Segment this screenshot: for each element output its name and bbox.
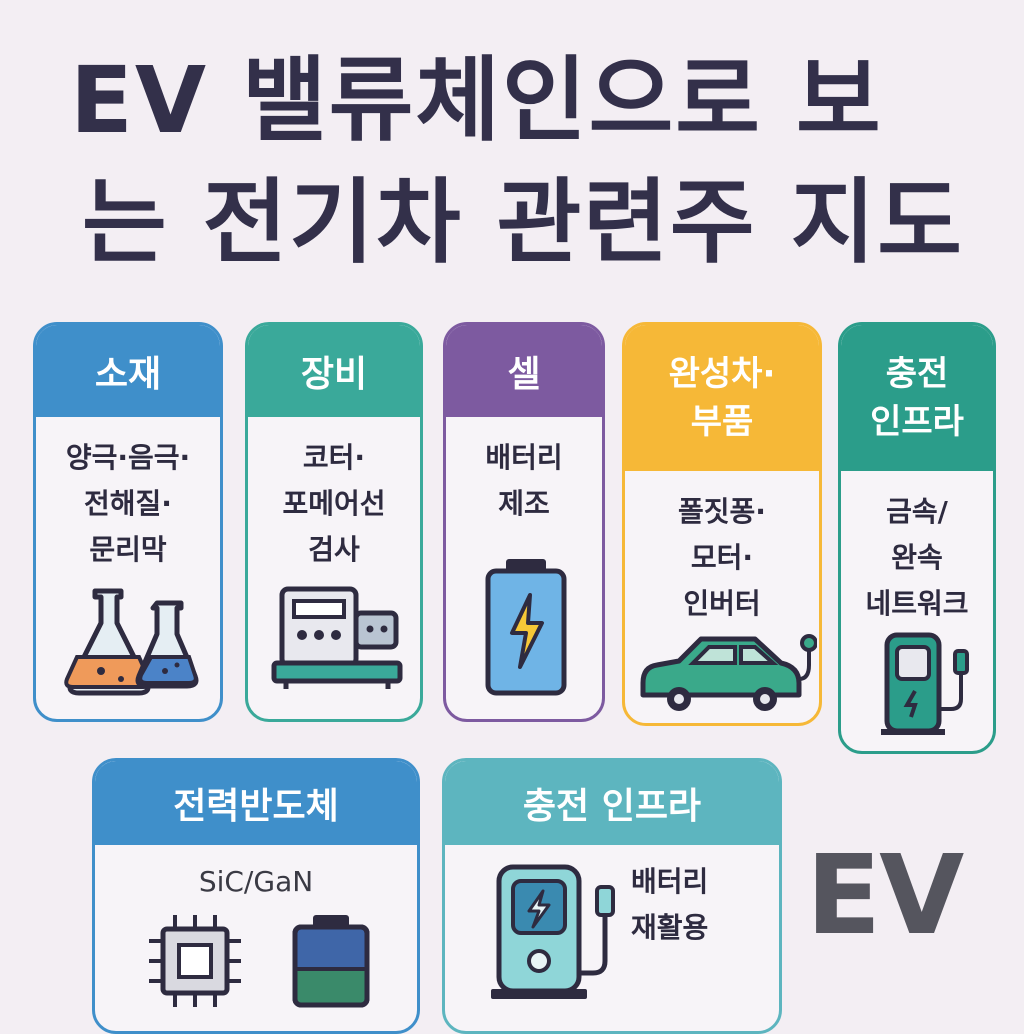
card-header-label: 인프라	[870, 402, 964, 442]
battery-pack-icon	[292, 915, 370, 1008]
card-body: 배터리 제조	[446, 417, 602, 527]
chip-icon	[149, 915, 241, 1007]
card-line: 재활용	[631, 911, 709, 944]
card-header-label: 충전	[885, 354, 949, 394]
title-line-2: 는 전기차 관련주 지도	[82, 169, 964, 276]
card-line: 포메어선	[282, 487, 386, 520]
card-line: 배터리	[631, 865, 709, 898]
card-header-label: 장비	[300, 354, 368, 395]
card-line: 완속	[891, 541, 943, 574]
card-line: 코터·	[302, 441, 366, 474]
card-equipment: 장비 코터· 포메어선 검사	[245, 322, 423, 722]
machine-icon	[271, 586, 403, 689]
card-body: 금속/ 완속 네트워크	[841, 471, 993, 627]
card-line: 폴짓퐁·	[678, 495, 766, 528]
card-line: 인버터	[683, 587, 761, 620]
page-title: EV 밸류체인으로 보 는 전기차 관련주 지도	[30, 40, 1020, 284]
card-header: 전력반도체	[95, 761, 417, 845]
card-header: 충전 인프라	[841, 325, 993, 471]
card-body: 양극·음극· 전해질· 문리막	[36, 417, 220, 573]
card-line: 문리막	[89, 533, 167, 566]
card-line: SiC/GaN	[198, 865, 314, 898]
ev-mark: EV	[806, 831, 964, 959]
card-line: 배터리	[485, 441, 563, 474]
card-body: 폴짓퐁· 모터· 인버터	[625, 471, 819, 627]
card-header-label: 전력반도체	[173, 786, 339, 827]
charging-station-icon	[491, 864, 615, 999]
card-body: 배터리 재활용	[631, 859, 708, 951]
car-icon	[640, 634, 817, 711]
card-header-label: 셀	[507, 354, 541, 395]
card-line: 금속/	[886, 495, 948, 528]
card-line: 네트워크	[865, 587, 969, 620]
card-charging-recycling: 충전 인프라 배터리 재활용	[442, 758, 782, 1034]
card-header: 셀	[446, 325, 602, 417]
card-header-label: 소재	[94, 354, 162, 395]
card-line: 모터·	[690, 541, 754, 574]
card-body: SiC/GaN	[95, 845, 417, 905]
card-header: 소재	[36, 325, 220, 417]
card-line: 전해질·	[84, 487, 172, 520]
card-header-label: 완성차·	[668, 354, 776, 394]
battery-icon	[485, 559, 567, 696]
card-header: 장비	[248, 325, 420, 417]
card-line: 양극·음극·	[65, 441, 191, 474]
card-charging-infra: 충전 인프라 금속/ 완속 네트워크	[838, 322, 996, 754]
card-header: 충전 인프라	[445, 761, 779, 845]
card-line: 검사	[308, 533, 360, 566]
card-materials: 소재 양극·음극· 전해질· 문리막	[33, 322, 223, 722]
charger-icon	[881, 632, 969, 735]
flask-icon	[64, 588, 199, 696]
card-vehicle: 완성차· 부품 폴짓퐁· 모터· 인버터	[622, 322, 822, 726]
card-power-semiconductor: 전력반도체 SiC/GaN	[92, 758, 420, 1034]
card-header-label: 부품	[690, 402, 754, 442]
card-line: 제조	[498, 487, 550, 520]
title-line-1: EV 밸류체인으로 보	[70, 47, 883, 154]
card-body: 코터· 포메어선 검사	[248, 417, 420, 573]
card-cell: 셀 배터리 제조	[443, 322, 605, 722]
card-header-label: 충전 인프라	[522, 786, 702, 827]
card-header: 완성차· 부품	[625, 325, 819, 471]
